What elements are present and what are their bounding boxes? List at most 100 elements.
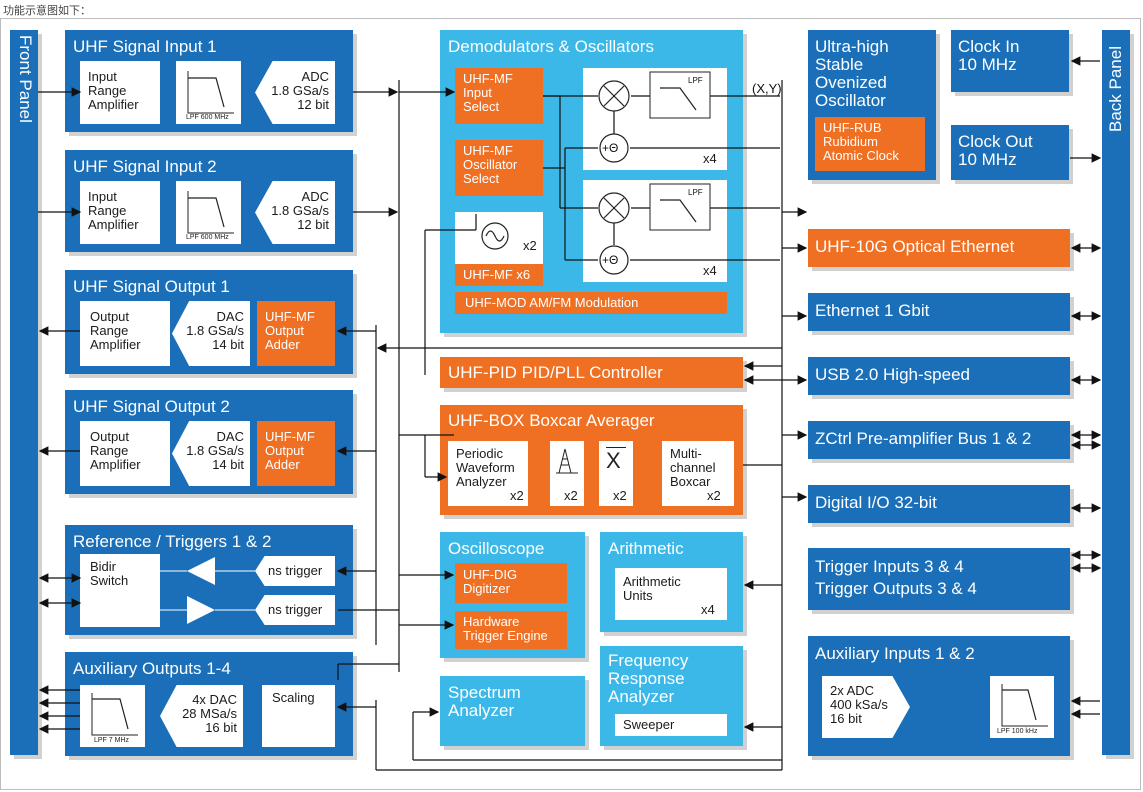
output-adder-1-label: UHF-MF Output Adder xyxy=(265,309,315,352)
aux-dac-label: 4x DAC 28 MSa/s 16 bit xyxy=(182,692,237,735)
hardware-trigger-engine: Hardware Trigger Engine xyxy=(455,611,567,649)
lowpass-icon xyxy=(187,71,234,114)
oscillator-box: x2 xyxy=(455,212,543,264)
dac-2: DAC 1.8 GSa/s 14 bit xyxy=(172,421,250,486)
ultra-stable-oscillator: Ultra-high Stable Ovenized Oscillator UH… xyxy=(808,30,936,180)
gate-icon xyxy=(556,448,578,474)
spectrum-analyzer: Spectrum Analyzer xyxy=(440,676,585,746)
signal-output-1-title: UHF Signal Output 1 xyxy=(73,277,230,296)
rubidium-label: UHF-RUB Rubidium Atomic Clock xyxy=(823,120,899,163)
back-panel xyxy=(1102,30,1130,755)
aux-adc: 2x ADC 400 kSa/s 16 bit xyxy=(822,676,910,738)
ns-trigger-2-label: ns trigger xyxy=(268,602,323,617)
signal-output-2: UHF Signal Output 2 Output Range Amplifi… xyxy=(65,390,353,494)
signal-input-2-title: UHF Signal Input 2 xyxy=(73,157,217,176)
signal-input-1: UHF Signal Input 1 Input Range Amplifier… xyxy=(65,30,353,132)
pwa-x2: x2 xyxy=(510,488,524,503)
signal-input-1-title: UHF Signal Input 1 xyxy=(73,37,217,56)
modulation-label: UHF-MOD AM/FM Modulation xyxy=(465,295,639,310)
boxcar-title: UHF-BOX Boxcar Averager xyxy=(448,411,655,430)
theta-2: +Θ xyxy=(602,253,619,267)
boxcar-mean: X x2 xyxy=(599,441,633,506)
aux-outputs-title: Auxiliary Outputs 1-4 xyxy=(73,659,231,678)
digital-io: Digital I/O 32-bit xyxy=(808,485,1070,523)
aux-lpf-label: LPF 7 MHz xyxy=(94,737,130,744)
sweeper: Sweeper xyxy=(615,714,727,736)
digitizer: UHF-DIG Digitizer xyxy=(455,563,567,603)
dio-label: Digital I/O 32-bit xyxy=(815,493,937,512)
arithmetic-x4: x4 xyxy=(701,602,715,617)
boxcar-gate: x2 xyxy=(550,441,584,506)
ns-trigger-1: ns trigger xyxy=(255,556,335,586)
digitizer-label: UHF-DIG Digitizer xyxy=(463,567,518,596)
oscilloscope-title: Oscilloscope xyxy=(448,539,545,558)
clock-out: Clock Out 10 MHz xyxy=(951,125,1069,180)
aux-scaling-label: Scaling xyxy=(272,690,315,705)
arithmetic-units-label: Arithmetic Units xyxy=(623,574,681,603)
arithmetic-title: Arithmetic xyxy=(608,539,684,558)
top-note: 功能示意图如下： xyxy=(3,4,91,17)
hte-label: Hardware Trigger Engine xyxy=(463,614,548,643)
output-adder-2-label: UHF-MF Output Adder xyxy=(265,429,315,472)
adc-1: ADC 1.8 GSa/s 12 bit xyxy=(255,61,335,124)
mcb-label: Multi- channel Boxcar xyxy=(670,446,716,489)
input-amplifier-2-label: Input Range Amplifier xyxy=(88,189,139,232)
reference-title: Reference / Triggers 1 & 2 xyxy=(73,532,272,551)
mcb-x2: x2 xyxy=(707,488,721,503)
input-select: UHF-MF Input Select xyxy=(455,68,543,124)
trigger-buffer-icons xyxy=(160,557,255,624)
boxcar-averager: UHF-BOX Boxcar Averager Periodic Wavefor… xyxy=(440,405,743,515)
modulation: UHF-MOD AM/FM Modulation xyxy=(455,292,727,314)
lpf-1: LPF 600 MHz xyxy=(176,61,241,124)
aux-input-lpf-label: LPF 100 kHz xyxy=(997,728,1038,735)
sweeper-label: Sweeper xyxy=(623,717,675,732)
demod-unit-2-x4: x4 xyxy=(703,263,717,278)
arithmetic: Arithmetic Arithmetic Units x4 xyxy=(600,532,743,632)
periodic-waveform-analyzer: Periodic Waveform Analyzer x2 xyxy=(448,441,528,506)
aux-dac: 4x DAC 28 MSa/s 16 bit xyxy=(160,685,243,747)
fra-title: Frequency Response Analyzer xyxy=(608,651,689,706)
dac-1-label: DAC 1.8 GSa/s 14 bit xyxy=(186,309,244,352)
output-amplifier-1: Output Range Amplifier xyxy=(80,301,170,366)
demod-unit-1-x4: x4 xyxy=(703,151,717,166)
pid-controller: UHF-PID PID/PLL Controller xyxy=(440,357,743,388)
ns-trigger-2: ns trigger xyxy=(255,595,335,625)
arithmetic-units: Arithmetic Units x4 xyxy=(615,568,727,620)
zctrl-label: ZCtrl Pre-amplifier Bus 1 & 2 xyxy=(815,429,1032,448)
adc-1-label: ADC 1.8 GSa/s 12 bit xyxy=(271,69,329,112)
aux-input-lpf: LPF 100 kHz xyxy=(990,676,1054,738)
gate-x2: x2 xyxy=(564,488,578,503)
demod-lpf-1-label: LPF xyxy=(688,76,703,85)
lowpass-icon xyxy=(1001,684,1048,727)
output-amplifier-1-label: Output Range Amplifier xyxy=(90,309,141,352)
input-amplifier-1: Input Range Amplifier xyxy=(80,61,160,124)
aux-adc-label: 2x ADC 400 kSa/s 16 bit xyxy=(830,683,888,726)
rubidium-clock: UHF-RUB Rubidium Atomic Clock xyxy=(815,117,925,171)
adc-2-label: ADC 1.8 GSa/s 12 bit xyxy=(271,189,329,232)
lpf-1-label: LPF 600 MHz xyxy=(186,114,229,121)
optical-ethernet: UHF-10G Optical Ethernet xyxy=(808,229,1070,267)
ethernet-1gbit: Ethernet 1 Gbit xyxy=(808,293,1070,331)
front-panel-label: Front Panel xyxy=(16,35,35,123)
oscillator-select: UHF-MF Oscillator Select xyxy=(455,140,543,196)
mean-x-label: X xyxy=(606,448,621,473)
input-amplifier-1-label: Input Range Amplifier xyxy=(88,69,139,112)
input-select-label: UHF-MF Input Select xyxy=(463,71,513,114)
trig34-label: Trigger Inputs 3 & 4 Trigger Outputs 3 &… xyxy=(815,557,977,598)
bidir-switch: Bidir Switch xyxy=(80,554,160,627)
theta-1: +Θ xyxy=(602,141,619,155)
aux-scaling: Scaling xyxy=(262,685,335,747)
optical-ethernet-label: UHF-10G Optical Ethernet xyxy=(815,237,1015,256)
usb-label: USB 2.0 High-speed xyxy=(815,365,970,384)
frequency-response-analyzer: Frequency Response Analyzer Sweeper xyxy=(600,646,743,746)
spectrum-label: Spectrum Analyzer xyxy=(448,683,521,720)
oscilloscope: Oscilloscope UHF-DIG Digitizer Hardware … xyxy=(440,532,585,658)
oscillator-x2: x2 xyxy=(523,238,537,253)
ns-trigger-1-label: ns trigger xyxy=(268,563,323,578)
clock-out-label: Clock Out 10 MHz xyxy=(958,132,1033,169)
input-amplifier-2: Input Range Amplifier xyxy=(80,181,160,244)
demod-title: Demodulators & Oscillators xyxy=(448,37,654,56)
output-adder-1: UHF-MF Output Adder xyxy=(257,301,335,366)
output-adder-2: UHF-MF Output Adder xyxy=(257,421,335,486)
auxiliary-inputs: Auxiliary Inputs 1 & 2 2x ADC 400 kSa/s … xyxy=(808,636,1070,756)
